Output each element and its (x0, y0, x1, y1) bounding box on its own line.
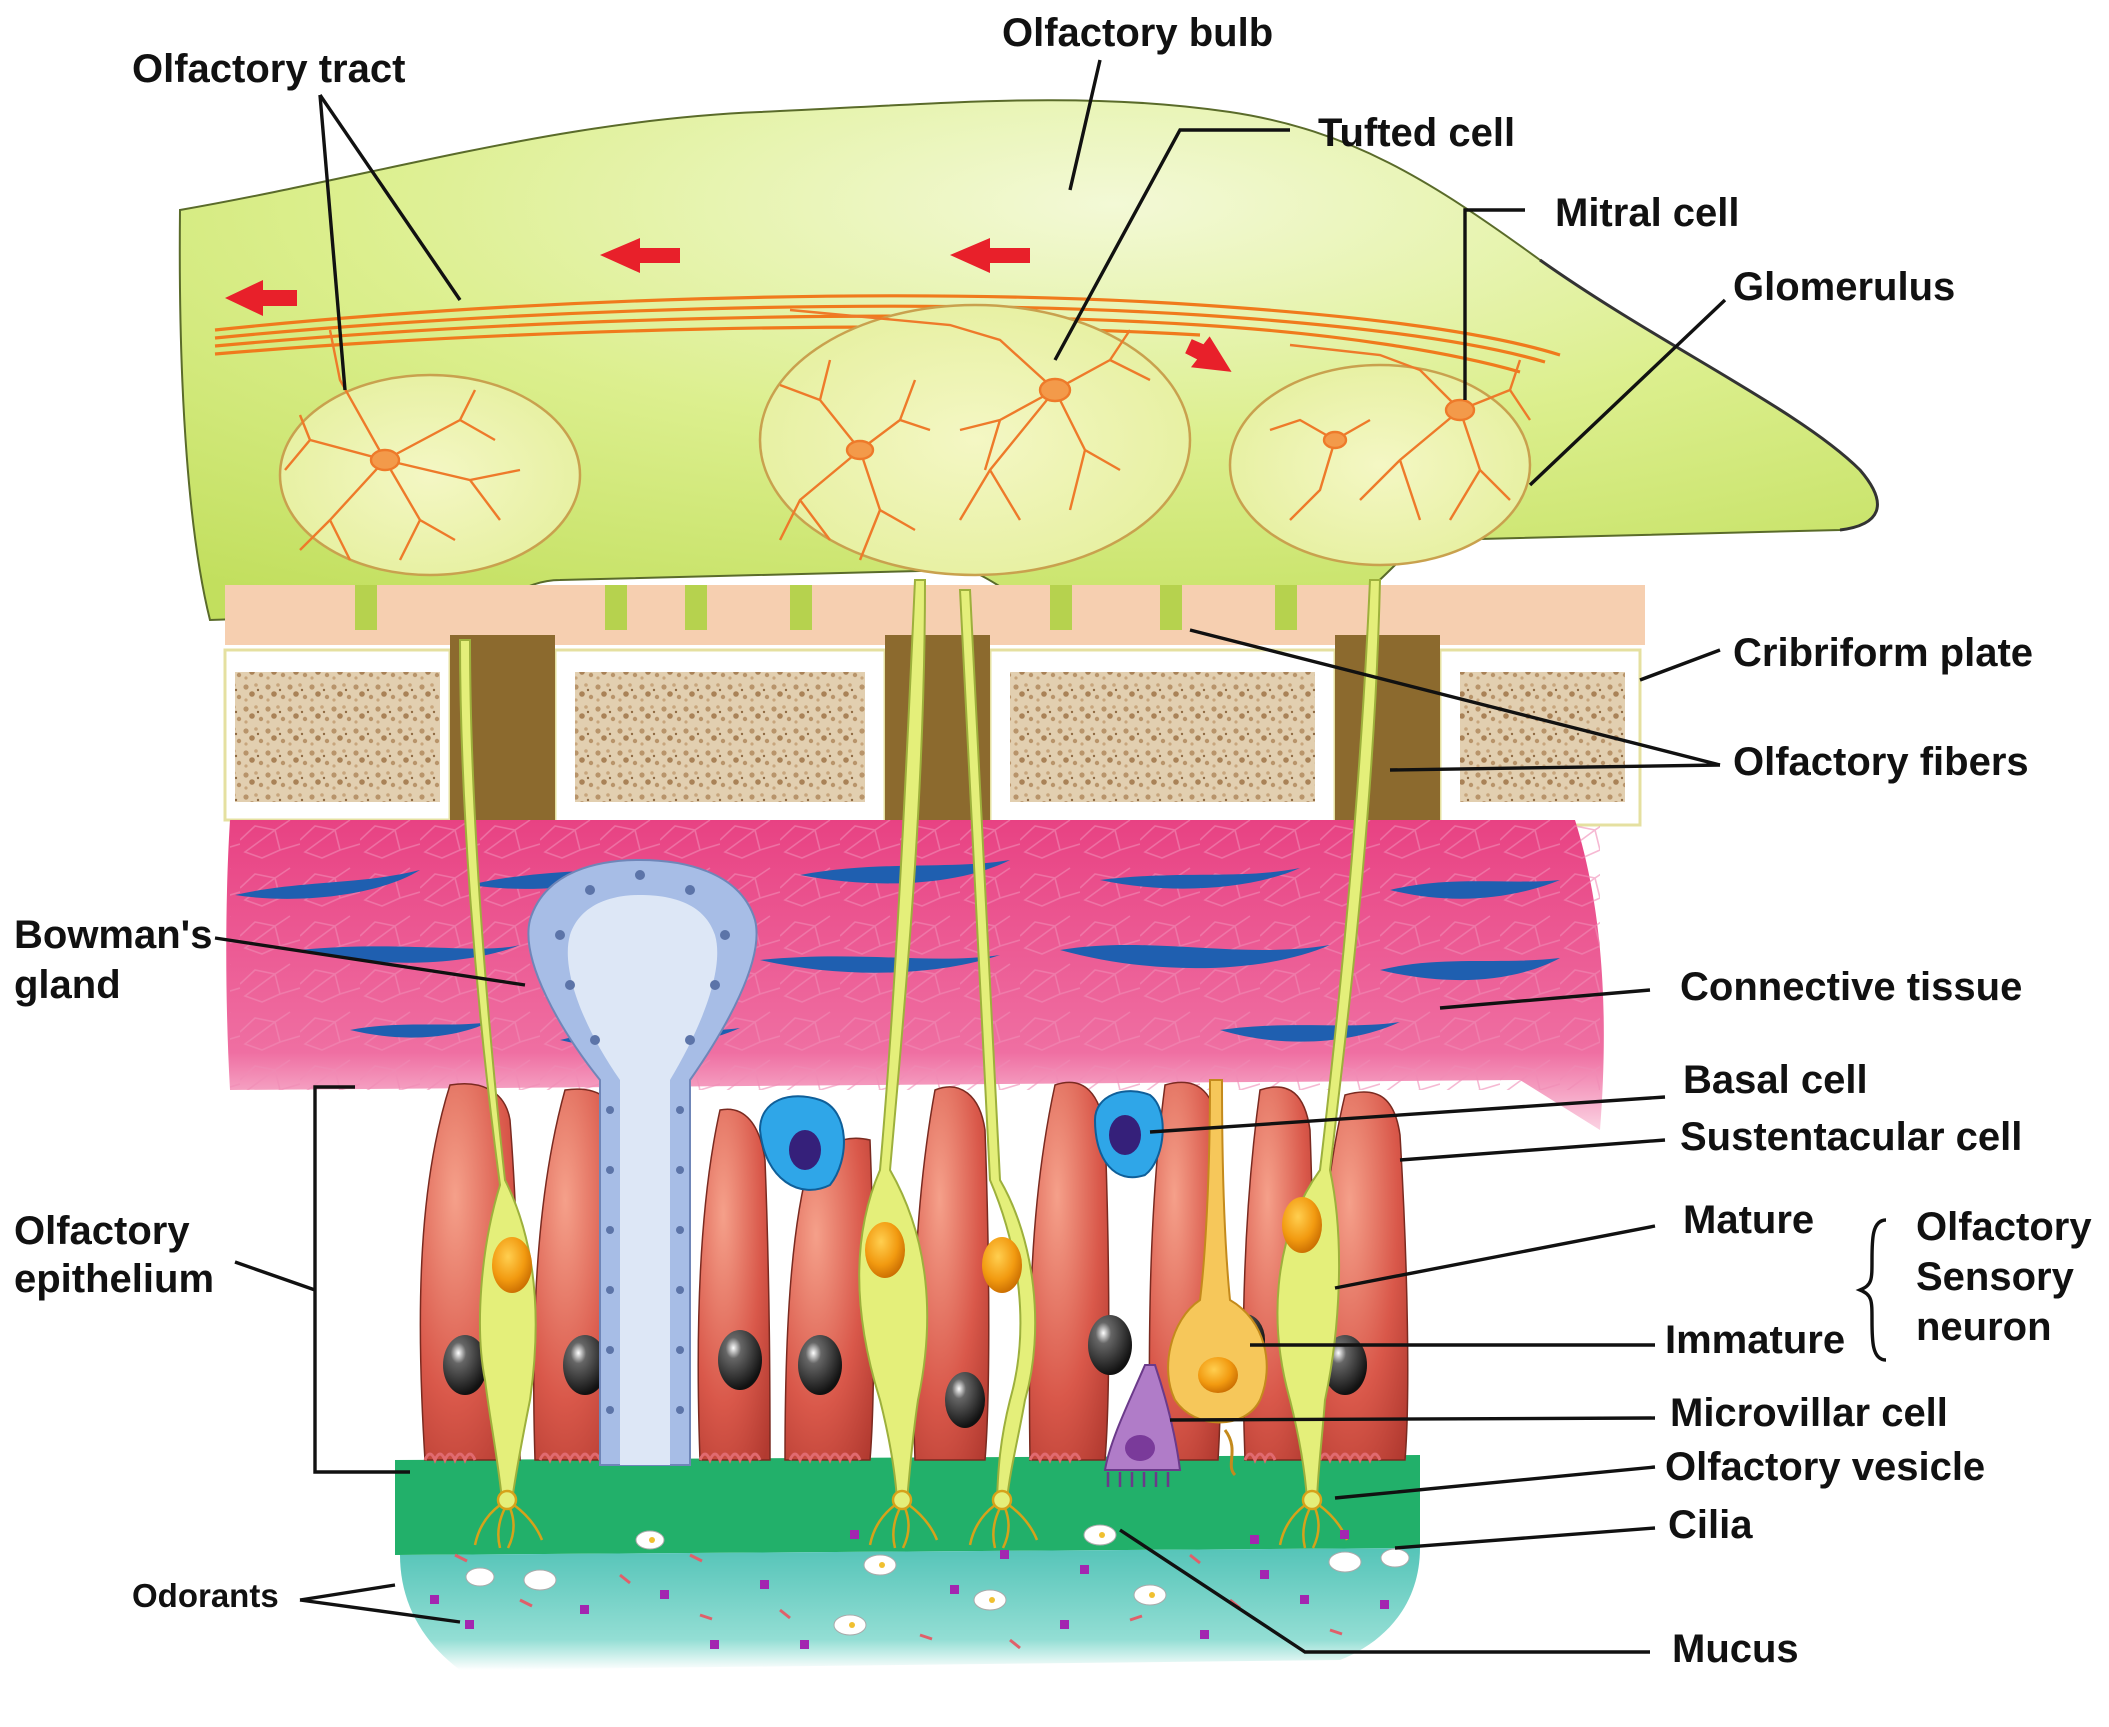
microvilli (423, 1452, 1382, 1464)
label-odorants: Odorants (132, 1577, 279, 1614)
bowmans-gland (527, 858, 758, 1466)
label-basal-cell: Basal cell (1683, 1058, 1868, 1102)
mitral-cell-1 (284, 329, 521, 561)
flow-arrows (225, 238, 1232, 372)
label-cilia: Cilia (1668, 1503, 1753, 1547)
label-microvillar-cell: Microvillar cell (1670, 1391, 1948, 1435)
basal-cells (758, 1090, 1164, 1191)
label-sustentacular-cell: Sustentacular cell (1680, 1115, 2022, 1159)
label-olfactory-tract: Olfactory tract (132, 47, 405, 91)
immature-neuron (1167, 1079, 1268, 1477)
label-olfactory-vesicle: Olfactory vesicle (1665, 1445, 1985, 1489)
mitral-cell-3 (1269, 343, 1531, 521)
label-mitral-cell: Mitral cell (1555, 191, 1740, 235)
label-olfactory-epithelium-1: Olfactory (14, 1209, 190, 1253)
label-glomerulus: Glomerulus (1733, 265, 1955, 309)
label-bowmans-gland-1: Bowman's (14, 913, 212, 957)
odorant-particles (430, 1524, 1410, 1650)
tufted-cell (789, 308, 1151, 521)
label-immature: Immature (1665, 1318, 1845, 1362)
label-connective-tissue: Connective tissue (1680, 965, 2022, 1009)
label-tufted-cell: Tufted cell (1318, 111, 1515, 155)
label-olfactory-bulb: Olfactory bulb (1002, 11, 1273, 55)
mitral-cell-2 (778, 359, 931, 561)
label-olfactory-fibers: Olfactory fibers (1733, 740, 2029, 784)
label-osn-2: Sensory (1916, 1255, 2075, 1299)
label-cribriform-plate: Cribriform plate (1733, 631, 2033, 675)
label-osn-1: Olfactory (1916, 1205, 2092, 1249)
label-olfactory-epithelium-2: epithelium (14, 1257, 214, 1301)
label-mature: Mature (1683, 1198, 1814, 1242)
cribriform-plate (223, 585, 1645, 827)
label-bowmans-gland-2: gland (14, 963, 121, 1007)
label-mucus: Mucus (1672, 1627, 1799, 1671)
microvillar-cell (1103, 1364, 1182, 1487)
glomerulus-2 (758, 303, 1192, 577)
label-osn-3: neuron (1916, 1305, 2052, 1349)
mucus-layer (400, 1548, 1420, 1670)
glomerulus-1 (278, 373, 582, 577)
glomerulus-3 (1228, 363, 1532, 567)
leader-lines (214, 59, 1887, 1654)
olfactory-vesicles-cilia (473, 1489, 1349, 1549)
neuron-nuclei (492, 1197, 1322, 1293)
